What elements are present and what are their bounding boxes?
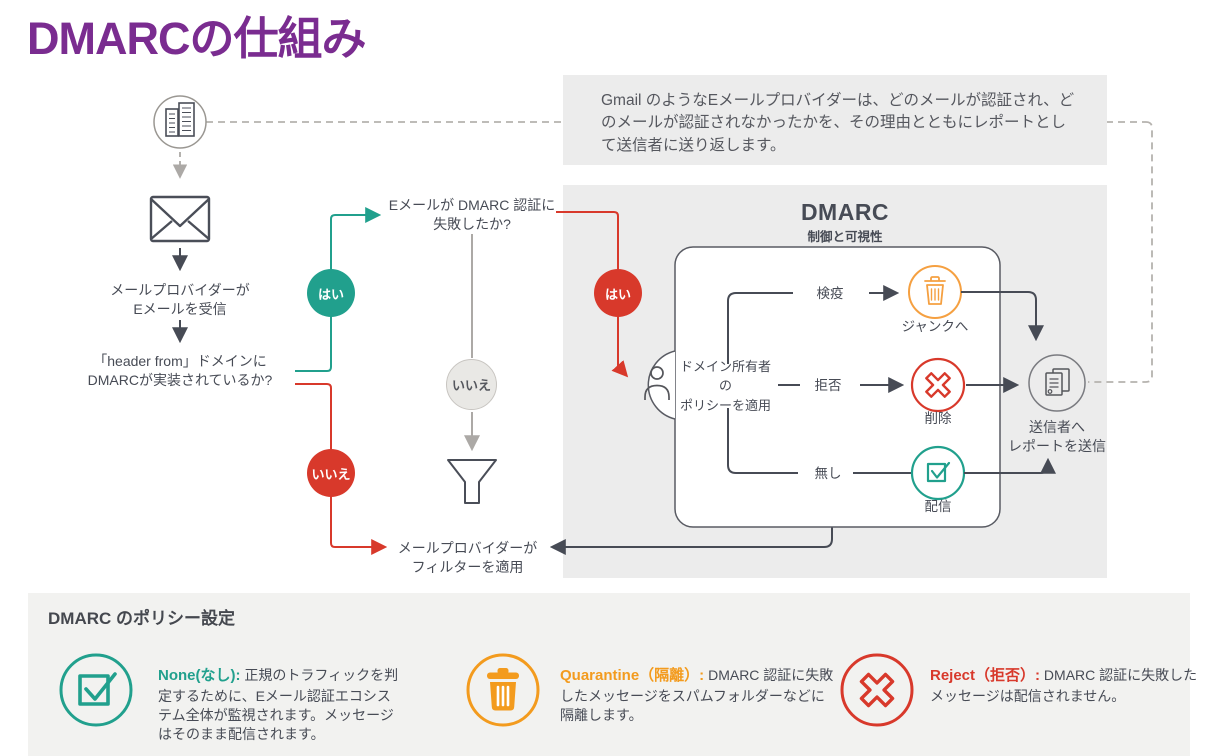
policy-section-heading: DMARC のポリシー設定: [48, 609, 235, 628]
policy-none-text: None(なし): 正規のトラフィックを判定するために、Eメール認証エコシステム…: [158, 666, 403, 745]
policy-checkbox-icon: [59, 653, 133, 727]
person-icon: [644, 366, 670, 400]
report-icon: [1028, 354, 1086, 412]
funnel-icon: [447, 459, 497, 504]
envelope-icon: [149, 195, 211, 243]
policy-reject-description: DMARC 認証に失敗したメッセージは配信されません。: [930, 667, 1198, 704]
fail-yes-badge: はい: [594, 269, 642, 317]
no-badge-red: いいえ: [307, 449, 355, 497]
owner-bubble: [647, 350, 676, 420]
report-to-sender-label: 送信者へ レポートを送信: [1008, 419, 1106, 454]
policy-quarantine-description: DMARC 認証に失敗したメッセージをスパムフォルダーなどに隔離します。: [560, 667, 834, 723]
check-icon: [910, 445, 966, 501]
reject-result-label: 削除: [924, 411, 952, 426]
policy-trash-icon: [466, 653, 540, 727]
fail-no-badge: いいえ: [446, 359, 497, 410]
owner-policy-label: ドメイン所有者の ポリシーを適用: [677, 359, 774, 413]
building-icon: [153, 95, 207, 149]
policy-cross-icon: [840, 653, 914, 727]
fail-yes-path: [556, 211, 629, 378]
dashed-connector: [1088, 121, 1153, 383]
policy-reject-text: Reject（拒否）: DMARC 認証に失敗したメッセージは配信されません。: [930, 666, 1208, 706]
filter-applied-label: メールプロバイダーが フィルターを適用: [397, 540, 538, 575]
trash-outline-icon: [908, 265, 962, 319]
reject-label: 拒否: [814, 378, 842, 393]
dmarc-implemented-question: 「header from」ドメインに DMARCが実装されているか?: [87, 353, 273, 388]
none-to-filter-line: [549, 483, 833, 555]
cross-icon: [910, 357, 966, 413]
none-result-label: 配信: [924, 499, 952, 514]
dmarc-box-heading: DMARC 制御と可視性: [765, 199, 925, 245]
policy-reject-name: Reject（拒否）:: [930, 667, 1041, 684]
page-title: DMARCの仕組み: [27, 13, 366, 64]
policy-none-name: None(なし):: [158, 667, 241, 684]
trash-to-report-line: [961, 291, 1044, 342]
policy-quarantine-name: Quarantine（隔離）:: [560, 667, 705, 684]
provider-receives-label: メールプロバイダーが Eメールを受信: [110, 282, 250, 317]
yes-badge-teal: はい: [307, 269, 355, 317]
report-note-box: Gmail のようなEメールプロバイダーは、どのメールが認証され、どのメールが認…: [563, 75, 1107, 165]
dmarc-box-title: DMARC: [800, 199, 890, 225]
dmarc-fail-question: Eメールが DMARC 認証に 失敗したか?: [388, 197, 556, 232]
none-label: 無し: [803, 465, 853, 484]
policy-none-description: 正規のトラフィックを判定するために、Eメール認証エコシステム全体が監視されます。…: [158, 667, 399, 743]
quarantine-label: 検疫: [816, 286, 844, 301]
quarantine-result-label: ジャンクへ: [901, 319, 969, 334]
report-note-text: Gmail のようなEメールプロバイダーは、どのメールが認証され、どのメールが認…: [601, 92, 1075, 154]
dmarc-box-subtitle: 制御と可視性: [807, 230, 883, 244]
check-to-report-line: [964, 457, 1056, 474]
policy-panel: [28, 593, 1190, 756]
policy-quarantine-text: Quarantine（隔離）: DMARC 認証に失敗したメッセージをスパムフォ…: [560, 666, 838, 725]
